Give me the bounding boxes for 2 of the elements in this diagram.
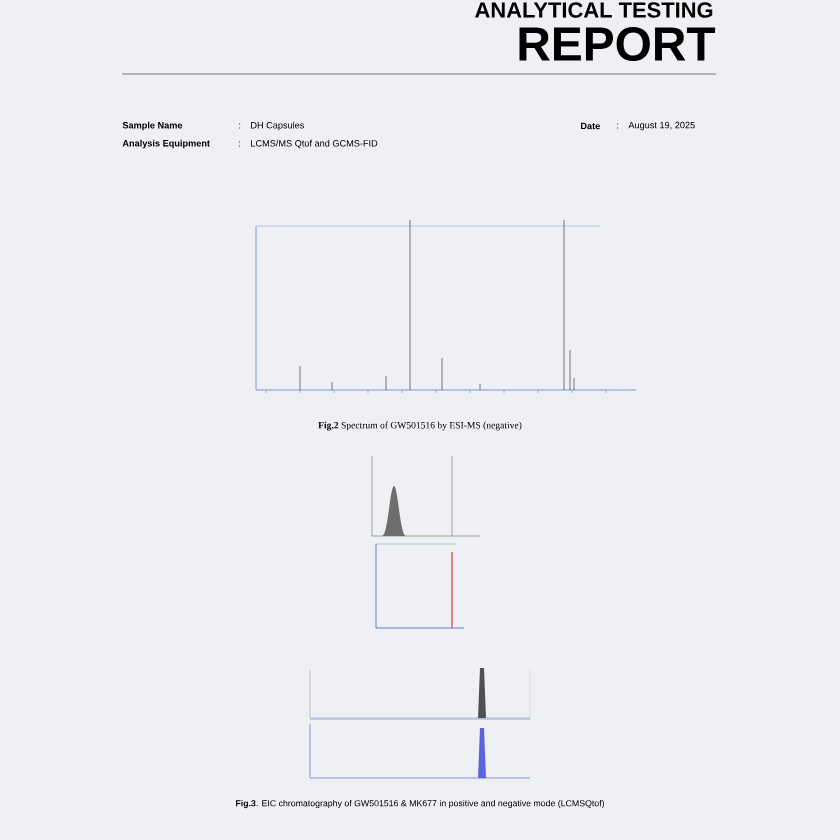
report-title: REPORT <box>519 27 716 61</box>
report-subtitle: ANALYTICAL TESTING <box>475 2 713 18</box>
